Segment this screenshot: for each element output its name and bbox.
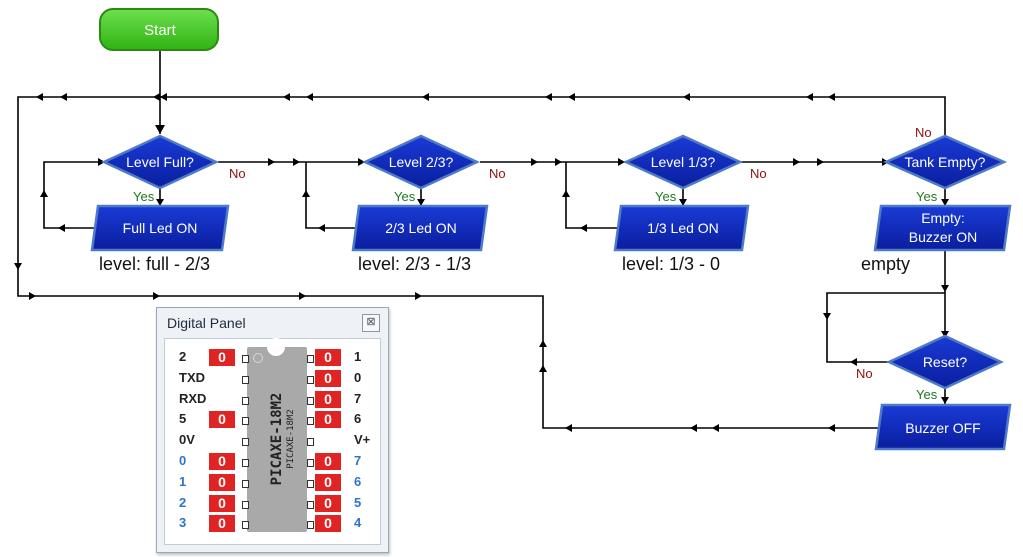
decision-reset[interactable]: Reset? [886, 334, 1004, 390]
decision-label: Tank Empty? [905, 154, 986, 170]
start-terminal[interactable]: Start [99, 8, 219, 51]
arrowheads [14, 93, 949, 432]
pin-value-right[interactable]: 0 [315, 411, 341, 429]
yes-label: Yes [916, 387, 938, 402]
pin-stub-left [242, 355, 249, 363]
chip-notch [267, 338, 285, 356]
annotation-one-third: level: 1/3 - 0 [622, 254, 720, 274]
pin-stub-left [242, 459, 249, 467]
pin-value-left[interactable]: 0 [209, 453, 235, 470]
pin-label-right: 7 [354, 390, 362, 406]
output-label-line2: Buzzer ON [909, 229, 977, 245]
pin-value-left[interactable]: 0 [209, 411, 235, 429]
chip-graphic: PICAXE-18M2 PICAXE-18M2 [247, 338, 307, 532]
pin-value-right[interactable]: 0 [315, 390, 341, 408]
chip-sublabel: PICAXE-18M2 [286, 409, 296, 469]
pin-label-left: 2 [179, 494, 187, 510]
pin-label-right: 0 [354, 369, 362, 385]
output-full-led[interactable]: Full Led ON [90, 204, 230, 252]
start-label: Start [144, 22, 177, 39]
yes-label: Yes [133, 189, 155, 204]
decision-level-13[interactable]: Level 1/3? [622, 134, 744, 190]
chip-dot [253, 353, 263, 363]
pin-label-right: 6 [354, 473, 362, 489]
pin-label-left: 3 [179, 515, 187, 531]
yes-label: Yes [655, 189, 677, 204]
output-label: 1/3 Led ON [647, 220, 719, 236]
pin-label-right: V+ [354, 432, 371, 448]
pin-label-right: 4 [354, 515, 362, 531]
output-label: 2/3 Led ON [385, 220, 457, 236]
pin-label-left: 0 [179, 453, 187, 468]
pin-stub-left [242, 500, 249, 509]
no-label: No [750, 166, 767, 181]
digital-panel-window[interactable]: Digital Panel ⊠ PICAXE-18M2 PICAXE-18M2 … [156, 307, 389, 553]
output-label: Buzzer OFF [905, 420, 980, 436]
no-label: No [489, 166, 506, 181]
decision-tank-empty[interactable]: Tank Empty? [882, 134, 1008, 190]
pin-stub-right [307, 500, 314, 509]
decision-label: Level 1/3? [651, 154, 716, 170]
output-label-line1: Empty: [921, 210, 965, 226]
pin-stub-right [307, 459, 314, 467]
decision-label: Level Full? [126, 154, 194, 170]
pin-value-right[interactable]: 0 [315, 515, 341, 533]
pin-stub-right [307, 396, 314, 405]
pin-value-left[interactable]: 0 [209, 349, 235, 366]
output-label: Full Led ON [123, 220, 198, 236]
pin-label-right: 7 [354, 453, 362, 468]
pin-label-left: 1 [179, 473, 187, 489]
pin-stub-left [242, 479, 249, 488]
pin-label-left: 5 [179, 411, 187, 427]
pin-label-right: 5 [354, 494, 362, 510]
pin-stub-left [242, 396, 249, 405]
pin-value-right[interactable]: 0 [315, 369, 341, 387]
pin-stub-right [307, 438, 314, 447]
annotation-empty: empty [861, 254, 910, 274]
pin-label-right: 6 [354, 411, 362, 427]
pin-stub-right [307, 479, 314, 488]
pin-label-left: TXD [179, 369, 205, 385]
annotation-two-thirds: level: 2/3 - 1/3 [358, 254, 471, 274]
pin-label-left: RXD [179, 390, 207, 406]
pin-value-right[interactable]: 0 [315, 349, 341, 366]
connector-lines [17, 48, 946, 429]
pin-stub-left [242, 438, 249, 447]
pin-value-left[interactable]: 0 [209, 494, 235, 512]
panel-title: Digital Panel [167, 315, 246, 331]
pin-stub-right [307, 355, 314, 363]
pin-label-right: 1 [354, 349, 362, 364]
output-13-led[interactable]: 1/3 Led ON [613, 204, 750, 252]
pin-stub-right [307, 521, 314, 530]
pin-value-right[interactable]: 0 [315, 453, 341, 470]
yes-label: Yes [394, 189, 416, 204]
output-empty-buzzer[interactable]: Empty: Buzzer ON [873, 204, 1012, 252]
pin-stub-left [242, 521, 249, 530]
no-label: No [915, 125, 932, 140]
pin-label-left: 2 [179, 349, 187, 364]
chip-label: PICAXE-18M2 [269, 392, 285, 486]
pin-label-left: 0V [179, 432, 195, 448]
pin-stub-right [307, 417, 314, 426]
pin-value-left[interactable]: 0 [209, 473, 235, 491]
annotation-full: level: full - 2/3 [99, 254, 210, 274]
decision-label: Level 2/3? [389, 154, 454, 170]
pin-stub-left [242, 375, 249, 384]
decision-level-23[interactable]: Level 2/3? [362, 134, 480, 190]
pin-value-left[interactable]: 0 [209, 515, 235, 533]
output-23-led[interactable]: 2/3 Led ON [351, 204, 489, 252]
decision-level-full[interactable]: Level Full? [101, 134, 219, 190]
pin-value-right[interactable]: 0 [315, 494, 341, 512]
decision-label: Reset? [923, 354, 968, 370]
yes-label: Yes [916, 189, 938, 204]
pin-stub-left [242, 417, 249, 426]
no-label: No [229, 166, 246, 181]
no-label: No [856, 366, 873, 381]
pin-stub-right [307, 375, 314, 384]
close-icon[interactable]: ⊠ [362, 314, 380, 332]
pin-value-right[interactable]: 0 [315, 473, 341, 491]
output-buzzer-off[interactable]: Buzzer OFF [874, 403, 1012, 451]
